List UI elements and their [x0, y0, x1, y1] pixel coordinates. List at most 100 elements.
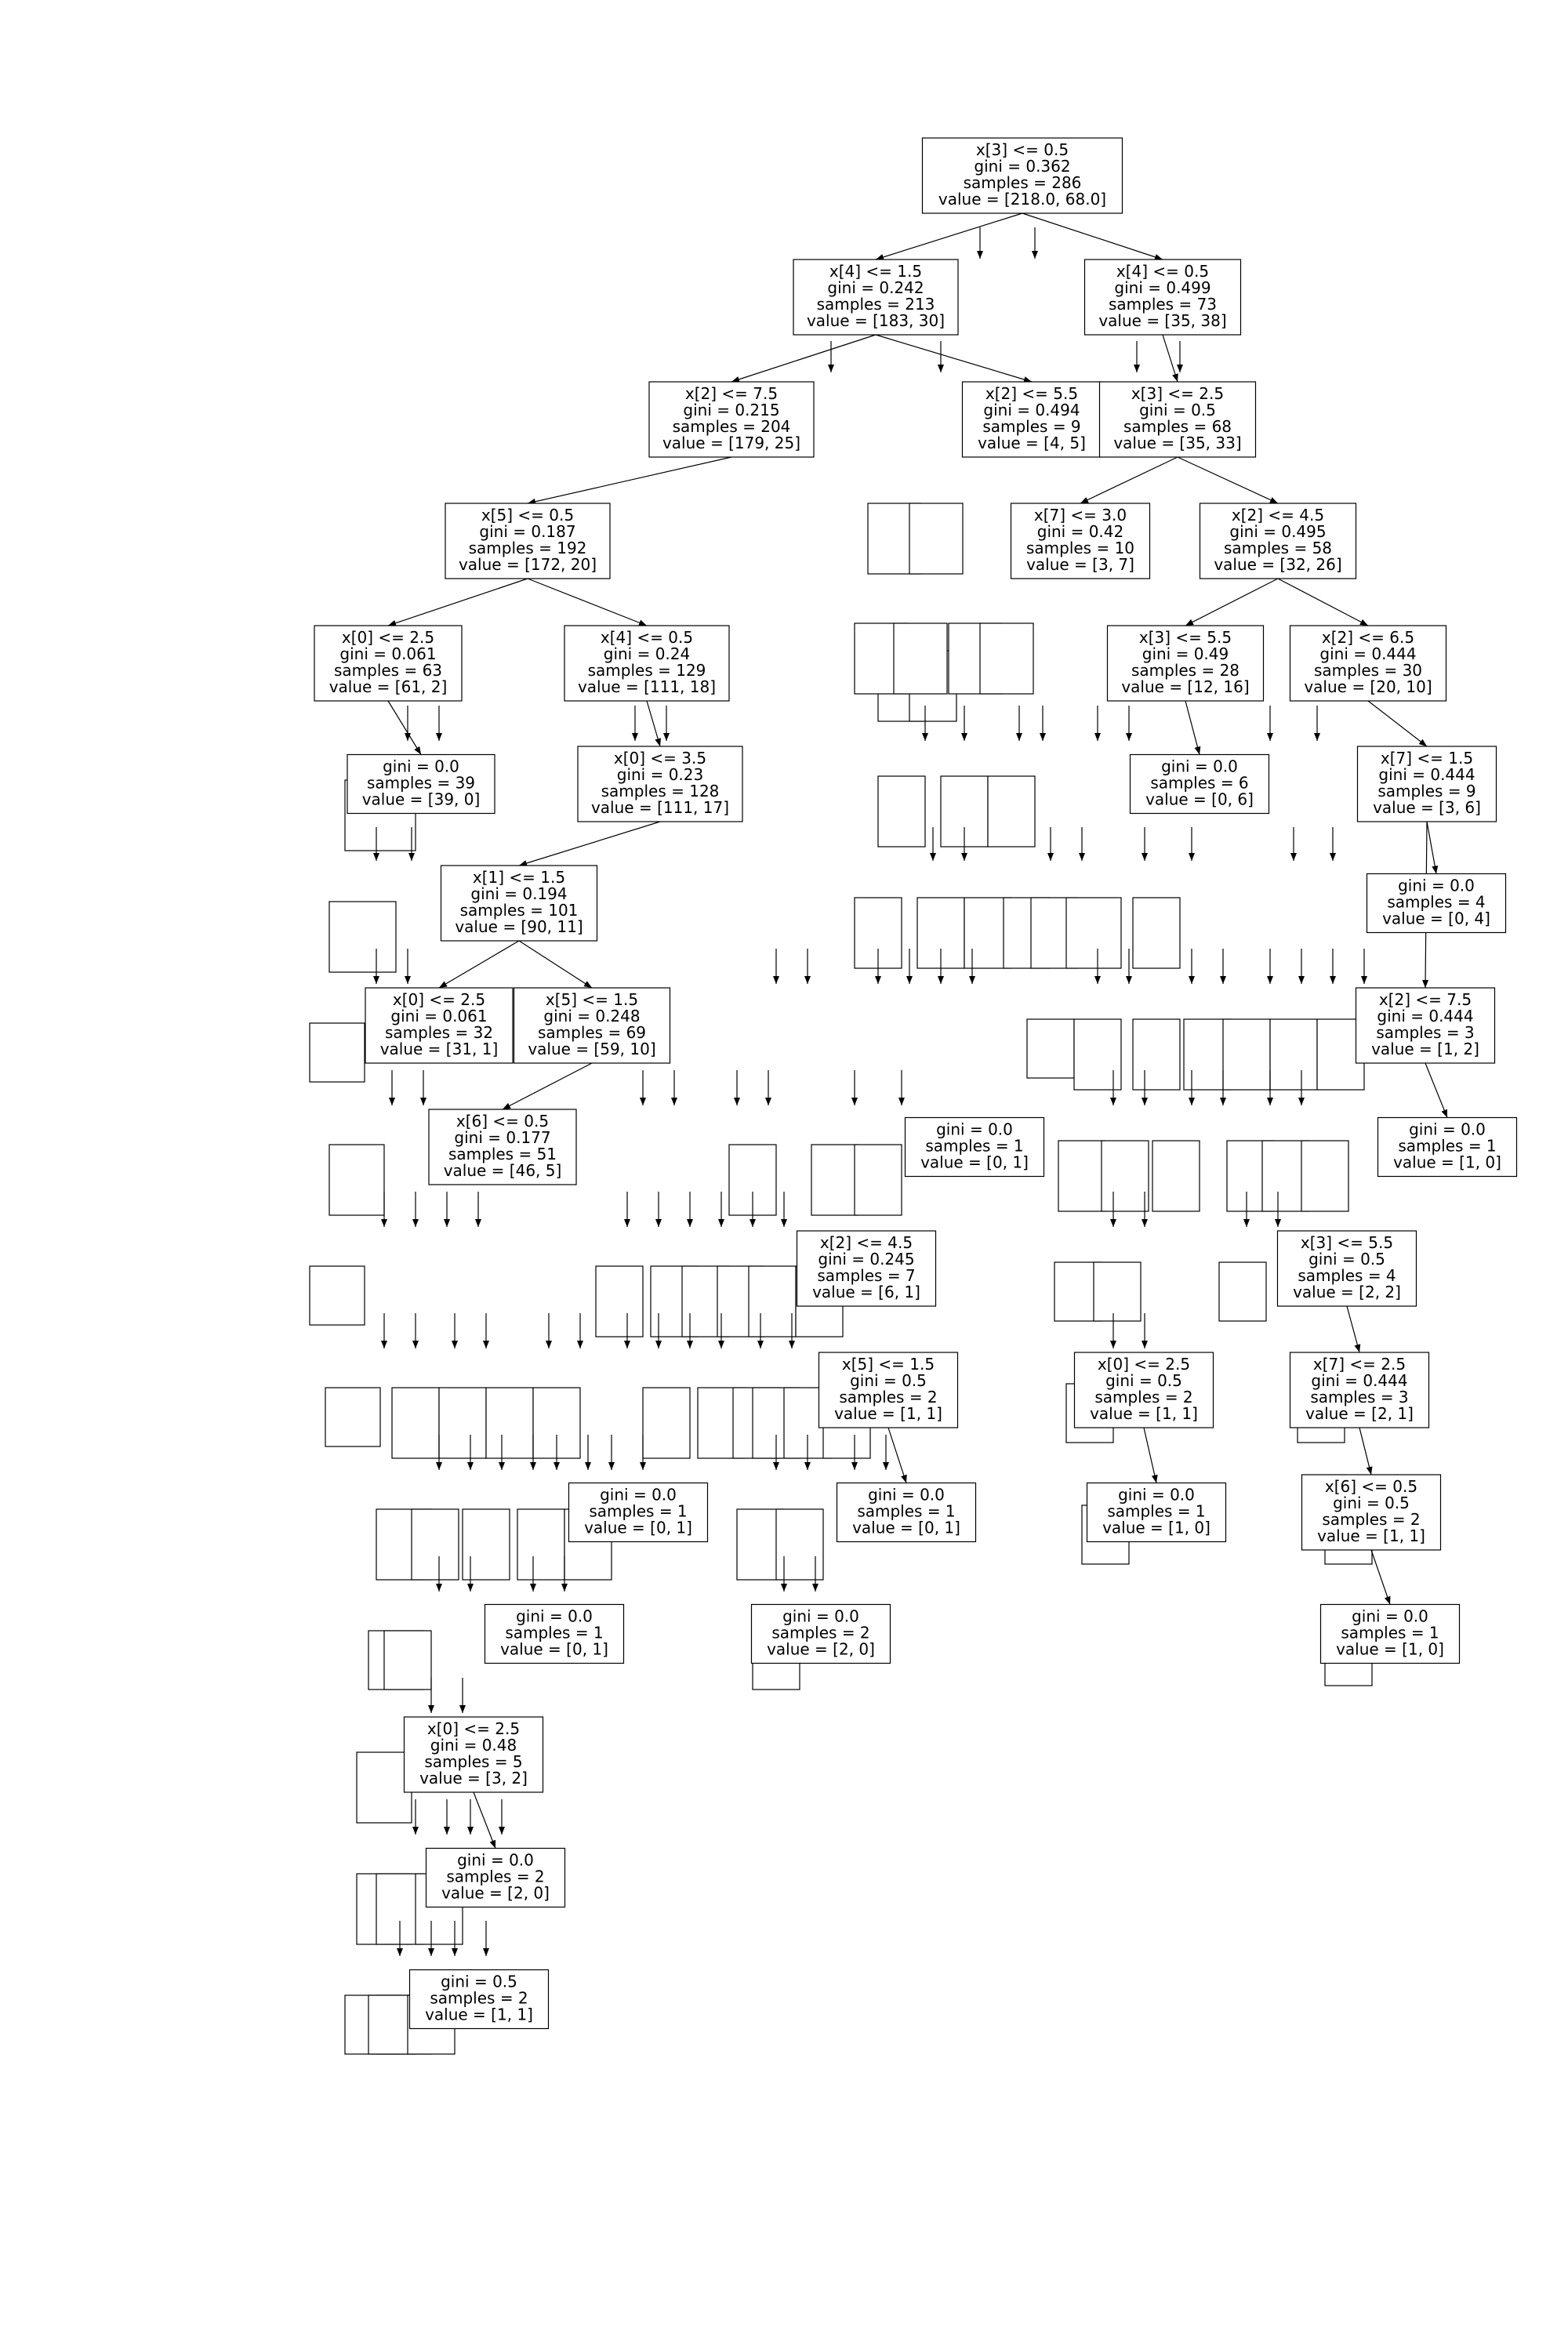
tree-node-line: samples = 1: [857, 1502, 955, 1521]
tree-edge-arrow: [381, 1192, 387, 1227]
tree-node-line: gini = 0.49: [1142, 644, 1229, 663]
tree-edge-arrow: [405, 949, 411, 984]
overlapped-node-box: [979, 622, 1034, 695]
tree-edge-arrow: [671, 1070, 677, 1105]
tree-node-line: value = [1, 1]: [1317, 1526, 1425, 1545]
tree-node-box: [408, 1969, 550, 2030]
tree-edge-arrow: [1110, 1070, 1116, 1105]
tree-node-box: [836, 1482, 977, 1543]
tree-node-line: samples = 192: [469, 539, 587, 557]
tree-node-line: value = [6, 1]: [812, 1283, 920, 1301]
tree-node-line: value = [179, 25]: [662, 434, 800, 452]
tree-node-line: value = [1, 0]: [1102, 1519, 1210, 1537]
tree-node-box: [1083, 259, 1242, 336]
tree-node-line: samples = 9: [1377, 782, 1475, 800]
tree-node-line: samples = 1: [505, 1624, 603, 1642]
tree-node-line: gini = 0.362: [974, 157, 1070, 176]
tree-node-line: gini = 0.24: [604, 644, 691, 663]
tree-node-line: samples = 1: [925, 1137, 1023, 1156]
tree-node-line: samples = 213: [817, 295, 935, 314]
tree-node-line: samples = 2: [1322, 1510, 1420, 1529]
tree-edge-arrow: [436, 706, 442, 741]
tree-node-line: x[2] <= 6.5: [1322, 628, 1414, 647]
tree-node-line: gini = 0.245: [818, 1250, 914, 1269]
tree-node-line: samples = 73: [1109, 295, 1217, 314]
tree-edge-arrow: [452, 1921, 458, 1956]
tree-edge-arrow: [1290, 827, 1297, 861]
tree-edge-arrow: [1425, 1062, 1448, 1118]
tree-node-line: samples = 58: [1224, 539, 1332, 557]
tree-edge-arrow: [436, 1435, 442, 1470]
tree-node-line: value = [1, 0]: [1393, 1153, 1501, 1172]
tree-node-box: [484, 1603, 625, 1664]
tree-node-line: samples = 204: [673, 417, 791, 436]
tree-node-box: [1366, 873, 1507, 934]
tree-node-line: value = [2, 0]: [767, 1640, 875, 1659]
overlapped-node-box: [462, 1508, 510, 1581]
tree-edge-arrow: [420, 1070, 426, 1105]
tree-edge-arrow: [412, 1799, 419, 1835]
tree-edge-arrow: [875, 212, 1023, 260]
tree-node-line: gini = 0.248: [543, 1007, 640, 1025]
tree-edge-arrow: [789, 1313, 795, 1348]
tree-node-line: gini = 0.444: [1311, 1371, 1407, 1390]
tree-edge-arrow: [687, 1313, 693, 1348]
overlapped-node-box: [1132, 1018, 1181, 1091]
tree-edge-arrow: [436, 1556, 442, 1592]
tree-node-line: value = [0, 1]: [920, 1153, 1029, 1172]
tree-edge-arrow: [527, 578, 648, 626]
overlapped-node-box: [748, 1265, 797, 1338]
tree-node-line: value = [31, 1]: [380, 1040, 499, 1058]
tree-edge-arrow: [444, 1799, 450, 1835]
tree-edge-arrow: [1367, 700, 1428, 747]
tree-node-box: [1276, 1230, 1417, 1307]
overlapped-node-box: [383, 1630, 432, 1690]
tree-node-line: value = [1, 1]: [834, 1404, 942, 1423]
tree-edge-arrow: [1143, 1427, 1158, 1483]
tree-node-line: x[6] <= 0.5: [1325, 1477, 1417, 1496]
tree-node-line: samples = 68: [1123, 417, 1232, 436]
tree-node-line: x[2] <= 7.5: [685, 384, 778, 403]
tree-node-box: [425, 1847, 566, 1908]
tree-edge-arrow: [1162, 334, 1178, 383]
tree-node-line: samples = 10: [1026, 539, 1134, 557]
tree-edge-arrow: [640, 1070, 646, 1105]
overlapped-node-box: [893, 622, 948, 695]
tree-edge-arrow: [875, 949, 881, 984]
tree-node-line: x[7] <= 1.5: [1381, 749, 1473, 768]
overlapped-node-box: [1101, 1140, 1149, 1212]
tree-edge-arrow: [438, 940, 520, 989]
tree-node-line: gini = 0.0: [1118, 1486, 1195, 1504]
tree-node-line: gini = 0.48: [430, 1736, 517, 1755]
tree-node-line: x[2] <= 4.5: [1232, 506, 1324, 524]
tree-edge-arrow: [1032, 227, 1038, 259]
tree-edge-arrow: [765, 1070, 771, 1105]
tree-node-box: [1289, 1352, 1430, 1428]
tree-node-line: gini = 0.444: [1319, 644, 1416, 663]
tree-node-line: value = [2, 2]: [1293, 1283, 1401, 1301]
tree-node-line: samples = 39: [367, 774, 475, 793]
tree-node-line: samples = 2: [430, 1989, 528, 2008]
overlapped-node-box: [1218, 1261, 1267, 1322]
tree-node-line: value = [35, 38]: [1098, 311, 1226, 330]
tree-edge-arrow: [577, 1313, 583, 1348]
tree-node-line: value = [1, 2]: [1371, 1040, 1479, 1058]
tree-edge-arrow: [781, 1556, 787, 1592]
overlapped-node-box: [309, 1265, 365, 1326]
tree-node-line: x[0] <= 2.5: [427, 1719, 520, 1738]
overlapped-node-box: [1026, 1018, 1075, 1079]
tree-node-line: value = [4, 5]: [978, 434, 1086, 452]
tree-edge-arrow: [1177, 341, 1183, 372]
